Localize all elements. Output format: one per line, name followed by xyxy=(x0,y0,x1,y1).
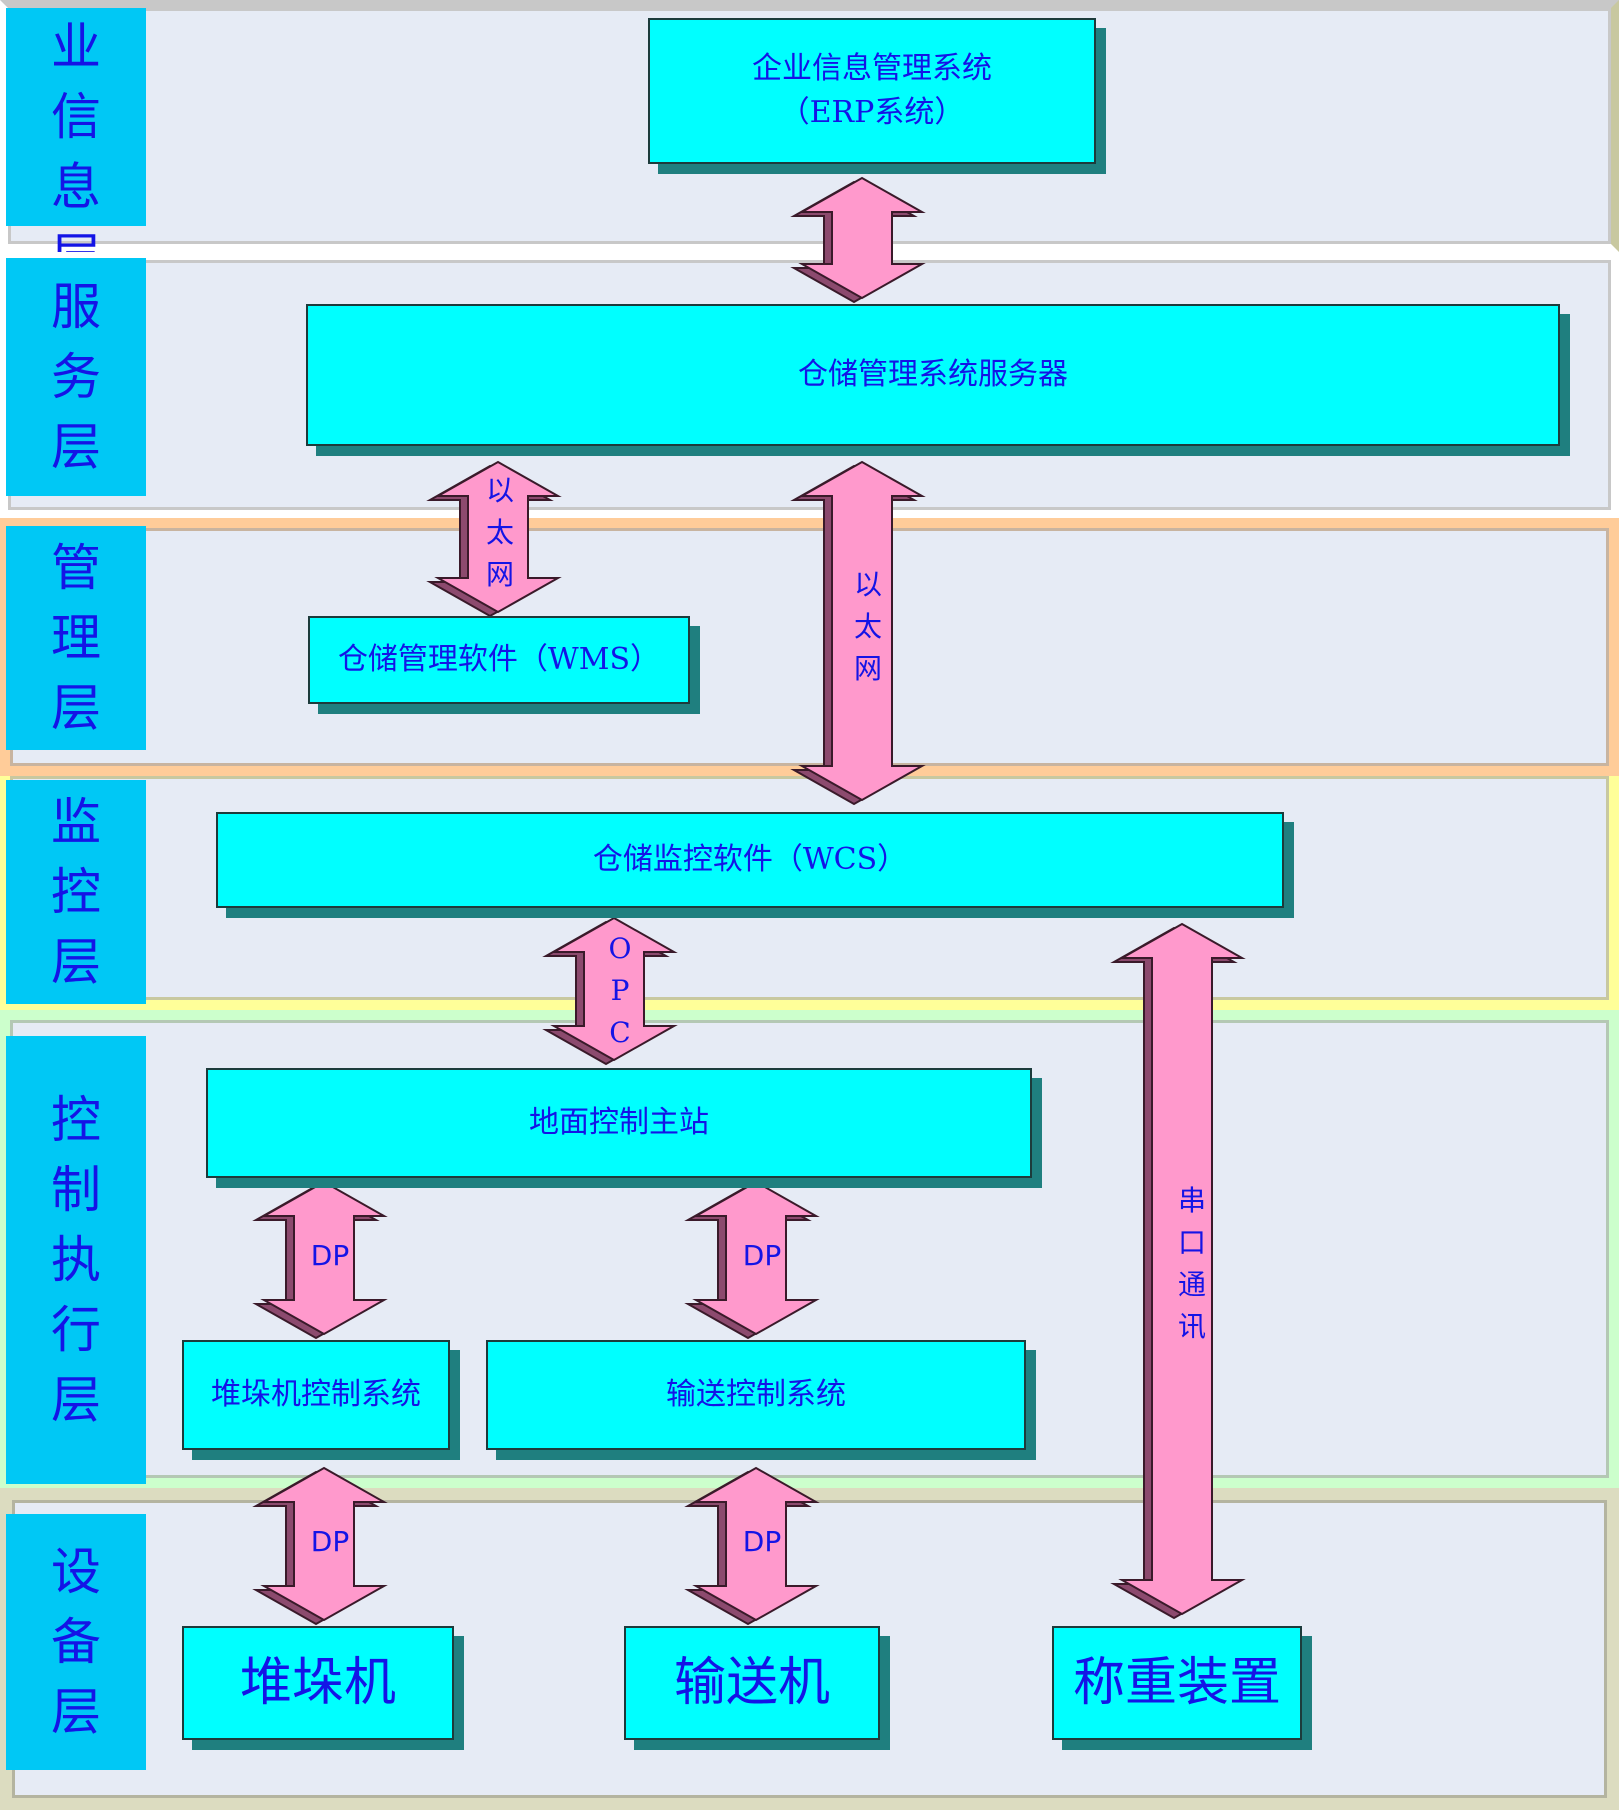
erp-box: 企业信息管理系统 （ERP系统） xyxy=(648,18,1096,164)
erp-server-arrow xyxy=(790,176,926,304)
layer-label-char: 层 xyxy=(51,1371,101,1429)
stacker-box: 堆垛机 xyxy=(182,1626,454,1740)
conveyor-control-label: 输送控制系统 xyxy=(666,1377,846,1412)
arrow-label-char: C xyxy=(609,1016,631,1049)
layer-label-char: 备 xyxy=(51,1613,101,1671)
arrow-label-char: 串 xyxy=(1177,1184,1206,1217)
layer-label-management: 管 理 层 xyxy=(6,526,146,750)
layer-label-control: 控 制 执 行 层 xyxy=(6,1036,146,1484)
arrow-body xyxy=(434,460,562,614)
layer-label-char: 理 xyxy=(51,609,101,667)
arrow-body xyxy=(692,1466,820,1622)
dp-arrow-conveyor-control xyxy=(684,1180,820,1340)
layer-label-equipment: 设 备 层 xyxy=(6,1514,146,1770)
arrow-body xyxy=(798,176,926,300)
ethernet-wcs-arrow xyxy=(790,460,926,806)
wcs-box: 仓储监控软件（WCS） xyxy=(216,812,1284,908)
opc-label: O P C xyxy=(600,928,640,1054)
layer-label-char: 设 xyxy=(51,1543,101,1601)
ethernet-wcs-label: 以 太 网 xyxy=(848,564,888,690)
conveyor-control-box: 输送控制系统 xyxy=(486,1340,1026,1450)
layer-label-char: 制 xyxy=(51,1161,101,1219)
arrow-body xyxy=(798,460,926,802)
arrow-label-char: 太 xyxy=(485,516,514,549)
weighing-box: 称重装置 xyxy=(1052,1626,1302,1740)
dp-label: DP xyxy=(310,1525,350,1558)
arrow-label-char: 口 xyxy=(1177,1226,1206,1259)
layer-label-char: 控 xyxy=(51,1091,101,1149)
layer-label-char: 服 xyxy=(51,278,101,336)
dp-label: DP xyxy=(742,1239,782,1272)
dp-arrow-stacker-control xyxy=(252,1180,388,1340)
wms-label: 仓储管理软件（WMS） xyxy=(337,642,661,677)
layer-label-char: 执 xyxy=(51,1231,101,1289)
erp-label: 企业信息管理系统 （ERP系统） xyxy=(752,51,992,130)
layer-label-char: 监 xyxy=(51,793,101,851)
layer-label-char: 管 xyxy=(51,539,101,597)
arrow-label-char: 讯 xyxy=(1177,1310,1206,1343)
arrow-label-char: 通 xyxy=(1177,1268,1206,1301)
ground-station-box: 地面控制主站 xyxy=(206,1068,1032,1178)
arrow-body xyxy=(260,1466,388,1622)
arrow-label-char: P xyxy=(610,974,630,1007)
arrow-label-char: 网 xyxy=(485,558,514,591)
conveyor-label: 输送机 xyxy=(673,1653,830,1713)
dp-label: DP xyxy=(742,1525,782,1558)
arrow-body xyxy=(1118,922,1246,1616)
layer-label-monitoring: 监 控 层 xyxy=(6,780,146,1004)
layer-label-char: 务 xyxy=(51,348,101,406)
dp-label: DP xyxy=(310,1239,350,1272)
stacker-label: 堆垛机 xyxy=(239,1653,396,1713)
serial-arrow xyxy=(1110,922,1246,1620)
layer-label-char: 行 xyxy=(51,1301,101,1359)
ethernet-wms-label: 以 太 网 xyxy=(480,470,520,596)
arrow-label-char: 网 xyxy=(853,652,882,685)
layer-label-char: 息 xyxy=(51,158,101,216)
arrow-body xyxy=(550,916,678,1062)
layer-label-char: 企 xyxy=(51,0,101,12)
weighing-label: 称重装置 xyxy=(1072,1653,1281,1713)
layer-label-char: 信 xyxy=(51,88,101,146)
conveyor-box: 输送机 xyxy=(624,1626,880,1740)
dp-arrow-conveyor xyxy=(684,1466,820,1626)
layer-label-char: 层 xyxy=(51,1683,101,1741)
arrow-body xyxy=(692,1180,820,1336)
ground-station-label: 地面控制主站 xyxy=(529,1105,709,1140)
arrow-body xyxy=(260,1180,388,1336)
arrow-label-char: 以 xyxy=(485,474,514,507)
stacker-control-box: 堆垛机控制系统 xyxy=(182,1340,450,1450)
layer-label-char: 层 xyxy=(51,679,101,737)
layer-management xyxy=(0,518,1619,776)
serial-label: 串 口 通 讯 xyxy=(1172,1180,1212,1348)
arrow-label-char: 太 xyxy=(853,610,882,643)
opc-arrow xyxy=(542,916,678,1066)
layer-label-char: 层 xyxy=(51,418,101,476)
arrow-label-char: O xyxy=(608,932,632,965)
layer-label-service: 服 务 层 xyxy=(6,258,146,496)
wms-box: 仓储管理软件（WMS） xyxy=(308,616,690,704)
server-label: 仓储管理系统服务器 xyxy=(798,357,1068,392)
arrow-label-char: 以 xyxy=(853,568,882,601)
ethernet-wms-arrow xyxy=(426,460,562,618)
dp-arrow-stacker xyxy=(252,1466,388,1626)
layer-label-char: 业 xyxy=(51,18,101,76)
layer-label-char: 控 xyxy=(51,863,101,921)
layer-label-char: 层 xyxy=(51,933,101,991)
stacker-control-label: 堆垛机控制系统 xyxy=(211,1377,421,1412)
server-box: 仓储管理系统服务器 xyxy=(306,304,1560,446)
wcs-label: 仓储监控软件（WCS） xyxy=(592,842,908,877)
